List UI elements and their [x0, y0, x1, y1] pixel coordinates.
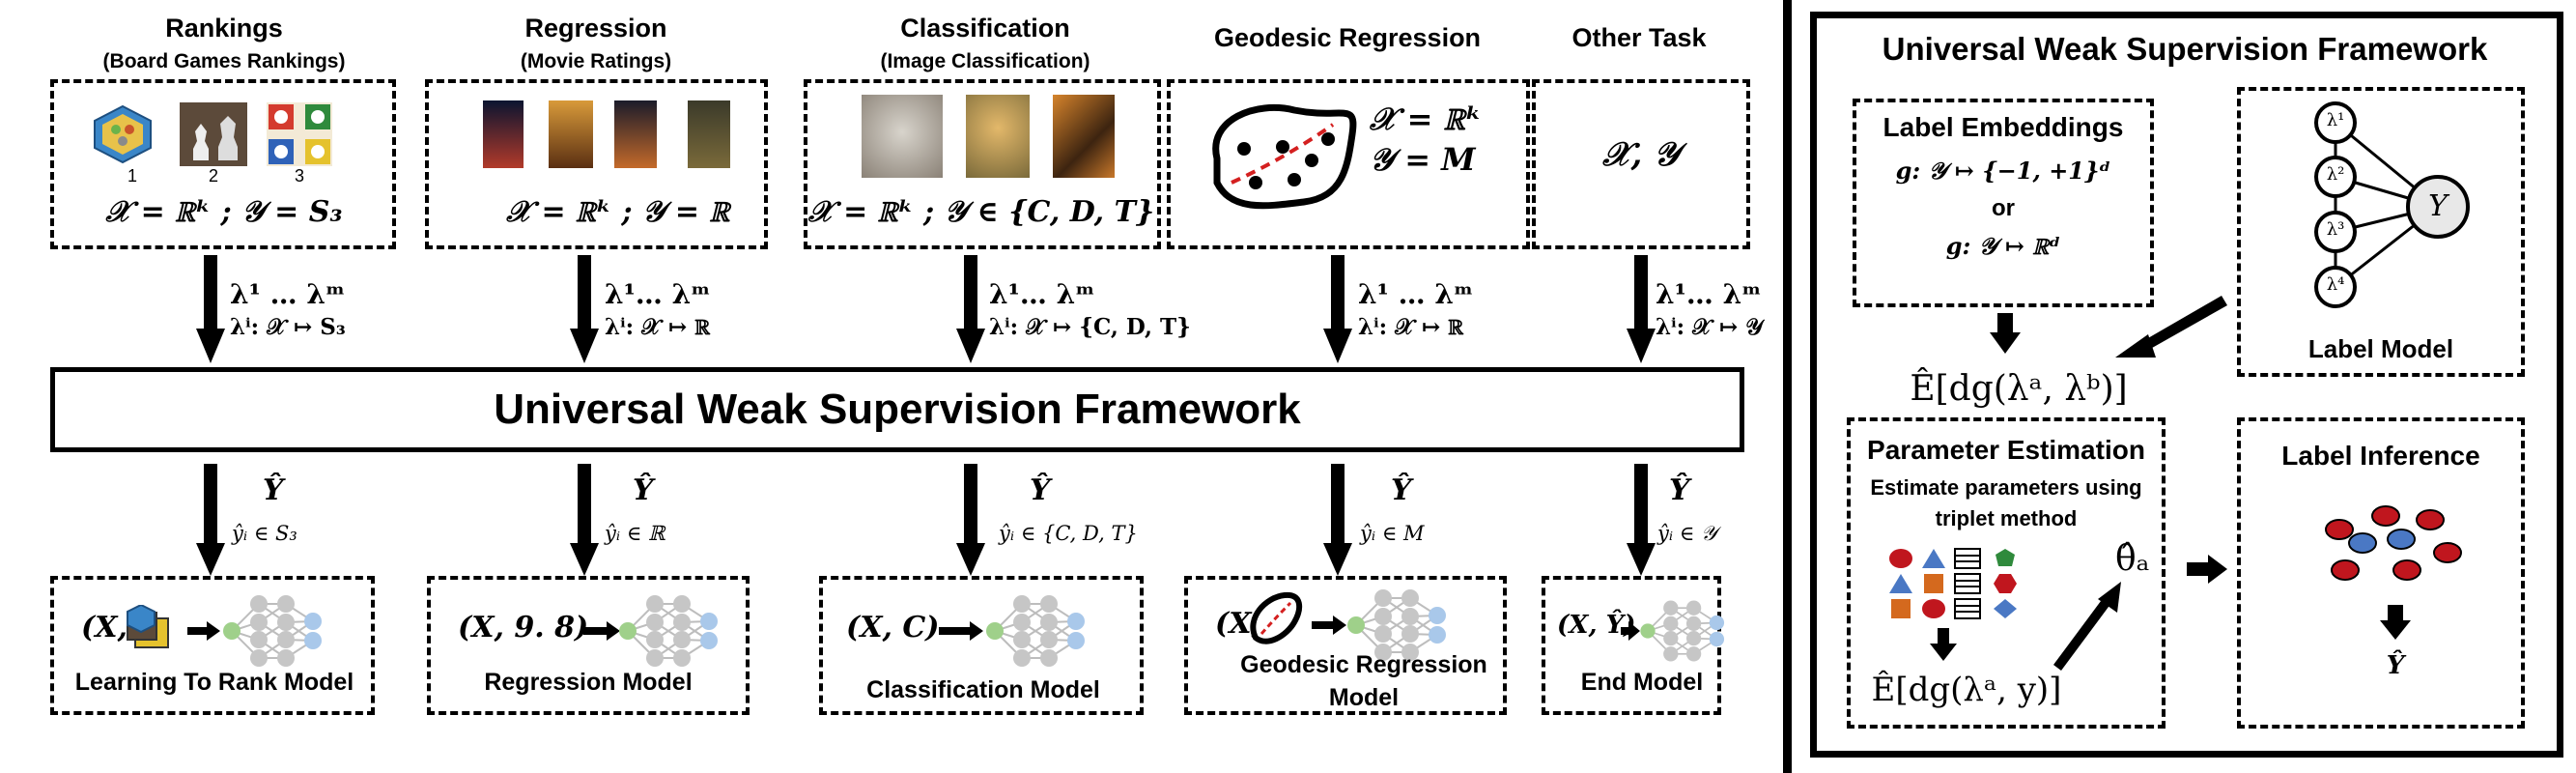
board-game-chess-image	[180, 102, 247, 166]
classification-formula: 𝒳 = ℝᵏ ; 𝒴 ∈ {C, D, T}	[807, 195, 1155, 229]
regression-formula: 𝒳 = ℝᵏ ; 𝒴 = ℝ	[506, 195, 730, 229]
rankings-lf-top: λ¹ … λᵐ	[230, 278, 346, 310]
regression-model-name: Regression Model	[484, 669, 693, 696]
parameter-estimation-box	[1847, 417, 2166, 729]
task-subtitle-classification: (Image Classification)	[880, 50, 1090, 72]
task-subtitle-regression: (Movie Ratings)	[520, 50, 672, 72]
other-yhat: Ŷ	[1669, 473, 1690, 507]
regression-model-input: (X, 9. 8)	[458, 611, 589, 644]
rank-model-box	[50, 576, 375, 715]
parameter-estimation-desc-1: Estimate parameters using	[1870, 475, 2142, 500]
regression-yhat-space: ŷᵢ ∈ ℝ	[605, 522, 665, 545]
rank-model-name: Learning To Rank Model	[74, 669, 354, 696]
label-inference-title: Label Inference	[2281, 441, 2480, 471]
movie-poster-3-image	[614, 100, 657, 168]
cat-image	[862, 95, 943, 178]
right-panel-title: Universal Weak Supervision Framework	[1882, 31, 2488, 67]
classification-input-box	[804, 79, 1161, 249]
rankings-lf-bottom: λⁱ: 𝒳 ↦ S₃	[230, 314, 346, 340]
classification-yhat-space: ŷᵢ ∈ {C, D, T}	[999, 522, 1138, 545]
framework-banner-title: Universal Weak Supervision Framework	[494, 386, 1301, 433]
expectation-ay: Ê[dg(λᵃ, y)]	[1871, 671, 2062, 709]
regression-lf-top: λ¹… λᵐ	[605, 278, 711, 310]
section-divider	[1783, 0, 1792, 773]
rankings-yhat-space: ŷᵢ ∈ S₃	[232, 522, 297, 545]
label-model-node-2: λ²	[2326, 164, 2345, 185]
label-embeddings-title: Label Embeddings	[1882, 112, 2124, 142]
geodesic-yhat-space: ŷᵢ ∈ M	[1360, 522, 1425, 545]
other-lf-bottom: λⁱ: 𝒳 ↦ 𝒴	[1656, 314, 1764, 340]
classification-lf-bottom: λⁱ: 𝒳 ↦ {C, D, T}	[989, 314, 1191, 340]
geodesic-formula-y: 𝒴 = M	[1370, 141, 1476, 178]
geodesic-lf-top: λ¹ … λᵐ	[1358, 278, 1474, 310]
end-model-input: (X, Ŷ)	[1557, 611, 1636, 640]
rankings-input-box	[50, 79, 396, 249]
task-title-classification: Classification	[900, 14, 1070, 43]
geodesic-model-name-1: Geodesic Regression	[1240, 651, 1487, 678]
other-formula: 𝒳, 𝒴	[1602, 135, 1680, 174]
manifold-mini-drawing	[1246, 589, 1304, 647]
movie-poster-4-image	[688, 100, 730, 168]
rank-model-input: (X,	[81, 611, 127, 644]
geodesic-model-name-2: Model	[1328, 684, 1400, 711]
regression-lf-bottom: λⁱ: 𝒳 ↦ ℝ	[605, 314, 711, 340]
board-game-ludo-image	[267, 102, 332, 166]
geodesic-input-box	[1167, 79, 1530, 249]
label-inference-box	[2237, 417, 2525, 729]
movie-poster-2-image	[549, 100, 593, 168]
classification-model-box	[819, 576, 1144, 715]
geodesic-model-box	[1184, 576, 1507, 715]
task-title-rankings: Rankings	[165, 14, 283, 43]
rank-label-3: 3	[294, 166, 305, 186]
label-model-node-1: λ¹	[2326, 110, 2345, 130]
label-embedding-sign: g: 𝒴 ↦ {−1, +1}ᵈ	[1895, 157, 2111, 185]
geodesic-lf-bottom: λⁱ: 𝒳 ↦ ℝ	[1358, 314, 1464, 340]
task-title-regression: Regression	[524, 14, 667, 43]
geodesic-yhat: Ŷ	[1391, 473, 1412, 507]
regression-model-box	[427, 576, 750, 715]
label-inference-yhat: Ŷ	[2386, 651, 2405, 680]
label-embedding-real: g: 𝒴 ↦ ℝᵈ	[1945, 232, 2061, 260]
task-title-other: Other Task	[1571, 23, 1707, 52]
classification-model-input: (X, C)	[846, 611, 940, 644]
classification-model-name: Classification Model	[866, 676, 1100, 703]
dog-image	[966, 95, 1030, 178]
classification-yhat: Ŷ	[1030, 473, 1051, 507]
theta-estimate: θ̂ₐ	[2115, 539, 2150, 579]
tiger-image	[1053, 95, 1115, 178]
label-model-target: Y	[2428, 189, 2448, 223]
rankings-formula: 𝒳 = ℝᵏ ; 𝒴 = S₃	[105, 195, 343, 229]
label-model-node-3: λ³	[2326, 219, 2345, 240]
label-embedding-or: or	[1992, 195, 2015, 221]
rankings-yhat: Ŷ	[263, 473, 284, 507]
board-games-stack-image	[122, 605, 172, 649]
task-title-geodesic: Geodesic Regression	[1213, 23, 1482, 52]
parameter-estimation-desc-2: triplet method	[1935, 506, 2078, 530]
other-yhat-space: ŷᵢ ∈ 𝒴	[1657, 522, 1717, 545]
rank-label-2: 2	[208, 166, 219, 186]
other-lf-top: λ¹… λᵐ	[1656, 278, 1762, 310]
parameter-estimation-title: Parameter Estimation	[1867, 435, 2145, 465]
geodesic-formula-x: 𝒳 = ℝᵏ	[1370, 100, 1483, 137]
movie-poster-1-image	[483, 100, 524, 168]
task-subtitle-rankings: (Board Games Rankings)	[102, 50, 346, 72]
regression-yhat: Ŷ	[633, 473, 654, 507]
label-embeddings-box	[1853, 99, 2154, 307]
label-model-node-4: λ⁴	[2326, 274, 2345, 295]
regression-input-box	[425, 79, 768, 249]
right-panel	[1810, 12, 2563, 758]
manifold-drawing	[1198, 91, 1362, 226]
rank-label-1: 1	[127, 166, 138, 186]
label-model-title: Label Model	[2307, 334, 2454, 363]
label-model-box	[2237, 87, 2525, 377]
expectation-ab: Ê[dg(λᵃ, λᵇ)]	[1910, 369, 2128, 409]
classification-lf-top: λ¹… λᵐ	[989, 278, 1095, 310]
end-model-name: End Model	[1580, 669, 1704, 696]
board-game-catan-image	[91, 104, 155, 164]
framework-banner: Universal Weak Supervision Framework	[50, 367, 1744, 452]
other-input-box	[1532, 79, 1750, 249]
